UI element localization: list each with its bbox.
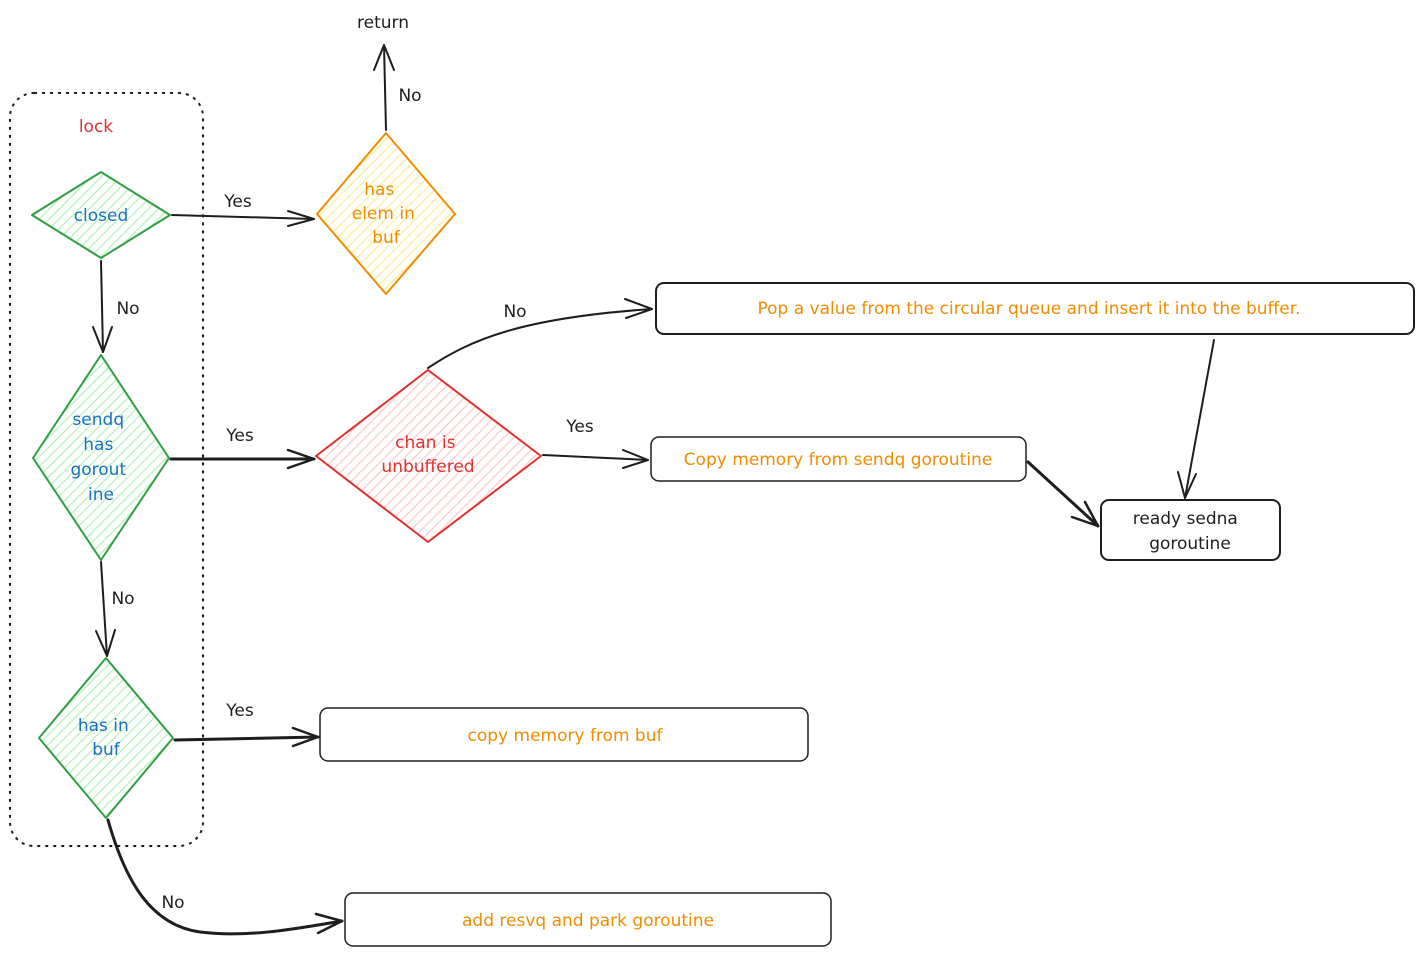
decision-has-elem-in-buf[interactable]: has elem in buf: [316, 132, 456, 295]
edge-sendq-to-has-in-buf: [100, 561, 108, 657]
edge-unbuffered-to-copy-sendq: [542, 454, 649, 461]
process-copy-from-sendq-label: Copy memory from sendq goroutine: [684, 450, 993, 470]
decision-closed[interactable]: closed: [31, 171, 171, 259]
decision-chan-is-unbuffered[interactable]: chan is unbuffered: [315, 369, 542, 543]
process-add-recvq-park[interactable]: add resvq and park goroutine: [344, 892, 832, 947]
process-copy-from-sendq[interactable]: Copy memory from sendq goroutine: [650, 436, 1027, 482]
edge-label-sendq-yes: Yes: [225, 426, 254, 446]
edge-copy-sendq-to-ready: [1026, 460, 1100, 528]
decision-has-elem-label: has elem in buf: [352, 180, 421, 248]
process-copy-from-buf[interactable]: copy memory from buf: [319, 707, 809, 762]
arrowhead-has-in-buf-to-add-recvq: [314, 912, 344, 935]
edge-label-closed-yes: Yes: [223, 192, 252, 212]
edge-label-inbuf-yes: Yes: [225, 701, 254, 721]
edge-label-elem-no: No: [398, 86, 421, 106]
edge-closed-to-sendq: [100, 260, 104, 353]
arrowhead-unbuffered-to-pop-value: [624, 298, 653, 319]
edge-pop-value-to-ready: [1184, 339, 1215, 499]
edge-label-inbuf-no: No: [161, 893, 184, 913]
arrowhead-pop-value-to-ready: [1177, 471, 1197, 499]
decision-closed-label: closed: [74, 206, 129, 226]
decision-sendq-label: sendq has gorout ine: [70, 410, 131, 505]
arrowhead-unbuffered-to-copy-sendq: [622, 449, 649, 469]
process-ready-label: ready sedna goroutine: [1133, 509, 1243, 554]
edge-label-sendq-no: No: [111, 589, 134, 609]
edge-unbuffered-to-pop-value: [427, 308, 653, 369]
process-add-recvq-label: add resvq and park goroutine: [462, 911, 714, 931]
arrowhead-sendq-to-has-in-buf: [95, 629, 116, 657]
decision-sendq-has-goroutine[interactable]: sendq has gorout ine: [32, 354, 170, 561]
return-label: return: [357, 13, 409, 33]
decision-unbuffered-label: chan is unbuffered: [381, 433, 474, 477]
decision-has-in-buf[interactable]: has in buf: [38, 657, 174, 819]
arrowhead-closed-to-has-elem: [287, 210, 315, 227]
arrowhead-copy-sendq-to-ready: [1070, 500, 1100, 528]
process-ready-sendq-goroutine[interactable]: ready sedna goroutine: [1100, 499, 1281, 561]
arrowhead-has-elem-to-return: [373, 44, 395, 71]
edge-label-unbuffered-yes: Yes: [565, 417, 594, 437]
edge-label-unbuffered-no: No: [503, 302, 526, 322]
edge-has-in-buf-to-add-recvq: [106, 818, 344, 936]
arrowhead-has-in-buf-to-copy-buf: [291, 726, 320, 748]
process-pop-value-label: Pop a value from the circular queue and …: [757, 299, 1300, 319]
edge-closed-to-has-elem: [171, 214, 315, 220]
process-copy-from-buf-label: copy memory from buf: [468, 726, 664, 746]
edge-has-elem-to-return: [383, 44, 387, 131]
arrowhead-sendq-to-unbuffered: [286, 448, 316, 470]
lock-group-label: lock: [79, 117, 113, 137]
edge-has-in-buf-to-copy-buf: [173, 735, 320, 742]
arrowhead-closed-to-sendq: [92, 326, 113, 353]
process-pop-value[interactable]: Pop a value from the circular queue and …: [655, 282, 1415, 335]
decision-has-in-buf-label: has in buf: [78, 716, 134, 760]
lock-group-box: [9, 92, 204, 847]
edge-label-closed-no: No: [116, 299, 139, 319]
